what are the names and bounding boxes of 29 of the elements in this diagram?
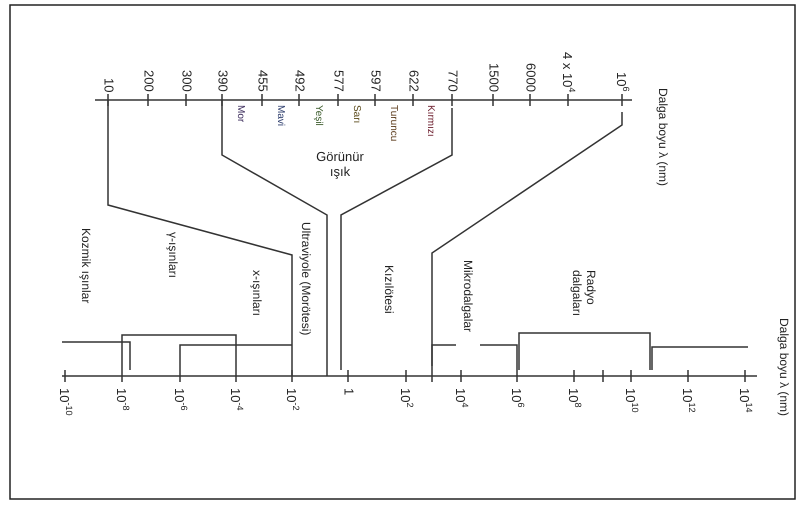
color-name: Yeşil — [312, 105, 324, 126]
tick-label: 577 — [330, 70, 346, 92]
tick-label: 597 — [368, 70, 382, 92]
band-label: Radyo dalgaları — [569, 270, 597, 318]
tick-label: 492 — [292, 70, 306, 92]
band-label: Mikrodalgalar — [460, 260, 474, 332]
region-label: Görünür ışık — [315, 150, 365, 180]
tick-label: 1500 — [486, 63, 500, 92]
color-name: Kırmızı — [424, 105, 436, 137]
band-label: Ultraviyole (Morötesi) — [298, 222, 312, 336]
color-name: Mavi — [274, 105, 286, 126]
axis-title: Dalga boyu λ (nm) — [655, 88, 669, 186]
tick-label: 200 — [140, 70, 156, 92]
tick-label: 10 — [100, 78, 116, 92]
band-label: γ-ışınları — [165, 232, 179, 278]
tick-label: 622 — [406, 70, 420, 92]
axis-title: Dalga boyu λ (nm) — [776, 318, 790, 416]
tick-label: 770 — [444, 70, 460, 92]
tick-label: 390 — [214, 70, 230, 92]
color-name: Turuncu — [387, 105, 399, 142]
tick-label: 455 — [254, 70, 270, 92]
band-label: Kızılötesi — [381, 265, 395, 314]
band-label: Kozmik ışınlar — [78, 228, 92, 304]
color-name: Sarı — [350, 105, 362, 124]
tick-label: 6000 — [522, 63, 538, 92]
color-name: Mor — [234, 105, 246, 122]
tick-label: 1 — [340, 388, 356, 396]
band-label: x-ışınları — [249, 270, 263, 316]
tick-label: 300 — [178, 70, 194, 92]
